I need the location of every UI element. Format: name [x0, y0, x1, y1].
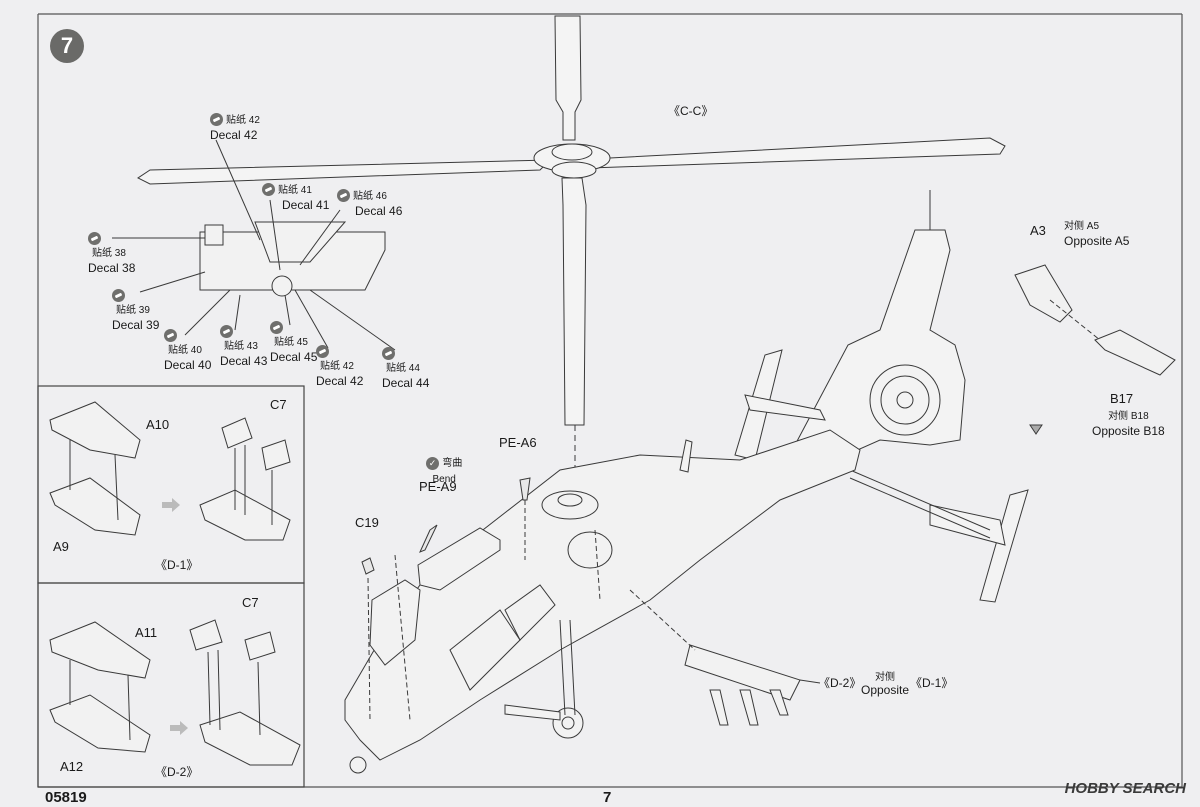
opp-en: Opposite [861, 683, 910, 697]
decal-icon [112, 289, 125, 303]
opp-b18-en: Opposite B18 [1092, 424, 1165, 438]
decal-icon [88, 232, 101, 246]
step-number-badge: 7 [50, 29, 84, 63]
main-rotor-drawing [137, 15, 1006, 505]
part-a11-label: A11 [135, 625, 158, 640]
opposite-a5-callout: 对侧 A5 Opposite A5 [1064, 218, 1129, 248]
part-a3-label: A3 [1030, 223, 1046, 238]
decal-45-callout: 贴纸 45 Decal 45 [270, 320, 317, 364]
d2-drawing [49, 619, 301, 766]
part-a9-label: A9 [53, 539, 69, 554]
opp-a5-cn: 对侧 A5 [1064, 221, 1100, 232]
decal-icon [262, 183, 275, 197]
decal-icon [270, 321, 283, 335]
opposite-callout: 对侧 Opposite [861, 670, 909, 697]
decal-icon [210, 113, 223, 127]
part-pe-a9-label: PE-A9 [419, 479, 457, 494]
bend-callout: ✓ 弯曲 Bend [426, 455, 462, 487]
decal-icon [337, 189, 350, 203]
decal-icon [316, 345, 329, 359]
decal-icon [220, 325, 233, 339]
d1-drawing [49, 401, 291, 541]
d1-box-title: 《D-1》 [155, 558, 199, 572]
part-number: 05819 [45, 789, 87, 806]
d2-box-title: 《D-2》 [155, 765, 199, 779]
part-c7-label: C7 [270, 397, 287, 412]
decal-icon [382, 347, 395, 361]
decal-41-callout: 贴纸 41 Decal 41 [262, 182, 329, 212]
part-a12-label: A12 [60, 759, 84, 774]
bend-cn-label: 弯曲 [442, 458, 463, 469]
opp-a5-en: Opposite A5 [1064, 234, 1130, 248]
part-c7-label-2: C7 [242, 595, 259, 610]
watermark-logo: HOBBY SEARCH [1064, 780, 1186, 797]
decal-44-callout: 贴纸 44 Decal 44 [382, 346, 429, 390]
d2-box [37, 582, 305, 788]
decal-40-callout: 贴纸 40 Decal 40 [164, 328, 211, 372]
part-c19-label: C19 [355, 515, 379, 530]
pe-parts [361, 477, 531, 721]
part-b17-label: B17 [1110, 391, 1134, 406]
opp-b18-cn: 对侧 B18 [1108, 411, 1149, 422]
fuselage-drawing [344, 429, 861, 774]
decal-inset-drawing [112, 139, 396, 351]
page-number: 7 [603, 789, 612, 806]
decal-46-callout: 贴纸 46 Decal 46 [337, 188, 402, 218]
d2-ref-label: 《D-2》 [818, 676, 862, 690]
decal-42-callout: 贴纸 42 Decal 42 [210, 113, 260, 142]
decal-39-callout: 贴纸 39 Decal 39 [112, 288, 159, 332]
bend-en-label: Bend [432, 474, 456, 485]
tail-drawing [734, 190, 1029, 603]
d1-ref-label: 《D-1》 [910, 676, 954, 690]
opp-cn: 对侧 [875, 672, 896, 683]
rotor-view-label: 《C-C》 [668, 104, 714, 118]
bend-icon: ✓ [426, 457, 439, 470]
part-pe-a6-label: PE-A6 [499, 435, 537, 450]
fin-parts-drawing [1014, 264, 1176, 435]
decal-icon [164, 329, 177, 343]
part-a10-label: A10 [146, 417, 170, 432]
decal-42b-callout: 贴纸 42 Decal 42 [316, 344, 363, 388]
opposite-b18-callout: 对侧 B18 Opposite B18 [1092, 408, 1165, 438]
decal-38-callout: 贴纸 38 Decal 38 [88, 231, 135, 275]
decal-43-callout: 贴纸 43 Decal 43 [220, 324, 267, 368]
